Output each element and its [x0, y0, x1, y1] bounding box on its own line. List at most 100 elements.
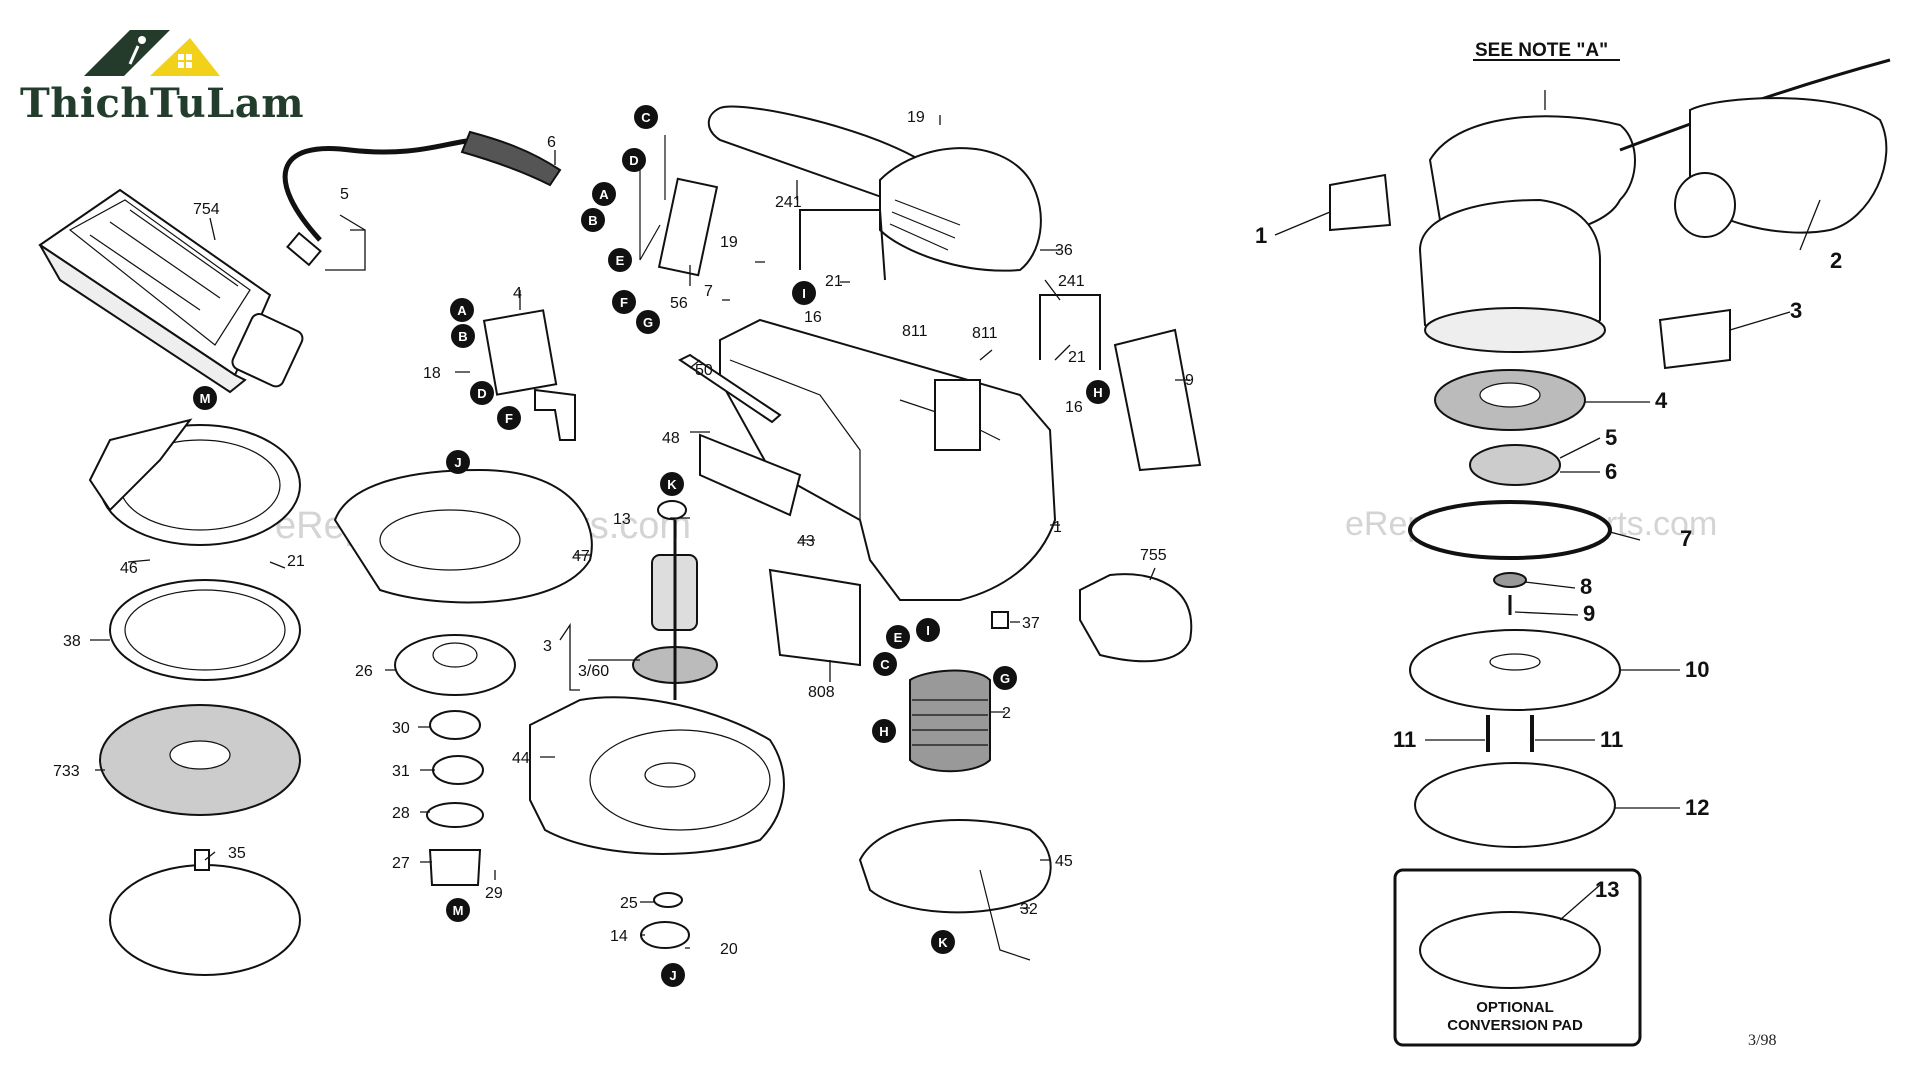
svg-text:M: M: [453, 903, 464, 918]
callout-h-1: H: [1086, 380, 1110, 404]
dust-box-part: [38, 188, 304, 394]
label-r4: 4: [1655, 388, 1668, 413]
label-755: 755: [1140, 547, 1167, 564]
label-r5: 5: [1605, 425, 1617, 450]
label-48: 48: [662, 430, 680, 447]
svg-text:K: K: [938, 935, 948, 950]
label-r13: 13: [1595, 877, 1619, 902]
label-754: 754: [193, 201, 220, 218]
label-241-b: 241: [1058, 273, 1085, 290]
label-r1: 1: [1255, 223, 1267, 248]
label-r11-b: 11: [1600, 727, 1623, 752]
svg-text:B: B: [588, 213, 597, 228]
brand-name: ThichTuLam: [20, 80, 305, 127]
label-25: 25: [620, 895, 638, 912]
label-7: 7: [704, 283, 713, 300]
callout-h-2: H: [872, 719, 896, 743]
label-28: 28: [392, 805, 410, 822]
callout-c-2: C: [873, 652, 897, 676]
svg-text:B: B: [458, 329, 467, 344]
label-r7: 7: [1680, 526, 1692, 551]
label-45: 45: [1055, 853, 1073, 870]
label-r12: 12: [1685, 795, 1709, 820]
callout-m-1: M: [193, 386, 217, 410]
svg-text:G: G: [643, 315, 653, 330]
label-31: 31: [392, 763, 410, 780]
callout-k-2: K: [931, 930, 955, 954]
label-13: 13: [613, 511, 631, 528]
house-logo-icon: [84, 30, 220, 76]
label-56: 56: [670, 295, 688, 312]
callout-d-2: D: [470, 381, 494, 405]
label-733: 733: [53, 763, 80, 780]
label-r3: 3: [1790, 298, 1802, 323]
label-43: 43: [797, 533, 815, 550]
label-36: 36: [1055, 242, 1073, 259]
callout-i-1: I: [792, 281, 816, 305]
svg-text:M: M: [200, 391, 211, 406]
callout-e-1: E: [608, 248, 632, 272]
svg-text:F: F: [505, 411, 513, 426]
label-241-a: 241: [775, 194, 802, 211]
callout-g-1: G: [636, 310, 660, 334]
label-3-60: 3/60: [578, 663, 609, 680]
label-3: 3: [543, 638, 552, 655]
callout-m-2: M: [446, 898, 470, 922]
callout-d-1: D: [622, 148, 646, 172]
label-29: 29: [485, 885, 503, 902]
svg-text:I: I: [802, 286, 806, 301]
optional-line1: OPTIONAL: [1476, 999, 1554, 1016]
svg-text:H: H: [879, 724, 888, 739]
optional-line2: CONVERSION PAD: [1447, 1017, 1583, 1034]
callout-b-1: B: [581, 208, 605, 232]
label-30: 30: [392, 720, 410, 737]
label-20: 20: [720, 941, 738, 958]
see-note-label: SEE NOTE "A": [1475, 40, 1608, 61]
callout-a-2: A: [450, 298, 474, 322]
svg-text:D: D: [629, 153, 638, 168]
svg-text:A: A: [457, 303, 467, 318]
label-5: 5: [340, 186, 349, 203]
svg-text:K: K: [667, 477, 677, 492]
switch-part: [482, 309, 576, 441]
callout-e-2: E: [886, 625, 910, 649]
label-37: 37: [1022, 615, 1040, 632]
svg-text:C: C: [880, 657, 890, 672]
svg-text:E: E: [894, 630, 903, 645]
label-21-c: 21: [287, 553, 305, 570]
label-9: 9: [1185, 372, 1194, 389]
label-6: 6: [547, 134, 556, 151]
svg-text:C: C: [641, 110, 651, 125]
label-811-b: 811: [972, 325, 998, 342]
callout-g-2: G: [993, 666, 1017, 690]
label-21-b: 21: [1068, 349, 1086, 366]
label-50: 50: [695, 362, 713, 379]
label-r9: 9: [1583, 601, 1595, 626]
label-r8: 8: [1580, 574, 1592, 599]
label-r11-a: 11: [1393, 727, 1416, 752]
label-r6: 6: [1605, 459, 1617, 484]
label-4: 4: [513, 285, 522, 302]
label-47: 47: [572, 548, 590, 565]
svg-text:A: A: [599, 187, 609, 202]
label-16-a: 16: [804, 309, 822, 326]
svg-text:J: J: [669, 968, 676, 983]
svg-text:I: I: [926, 623, 930, 638]
callout-f-2: F: [497, 406, 521, 430]
svg-text:J: J: [454, 455, 461, 470]
label-19-a: 19: [720, 234, 738, 251]
label-r10: 10: [1685, 657, 1709, 682]
label-19-b: 19: [907, 109, 925, 126]
label-35: 35: [228, 845, 246, 862]
label-14: 14: [610, 928, 628, 945]
callout-b-2: B: [451, 324, 475, 348]
label-r2: 2: [1830, 248, 1842, 273]
label-18: 18: [423, 365, 441, 382]
svg-text:F: F: [620, 295, 628, 310]
revision-stamp: 3/98: [1748, 1032, 1777, 1049]
svg-text:H: H: [1093, 385, 1102, 400]
brand-logo: ThichTuLam: [20, 24, 304, 134]
callout-a-1: A: [592, 182, 616, 206]
